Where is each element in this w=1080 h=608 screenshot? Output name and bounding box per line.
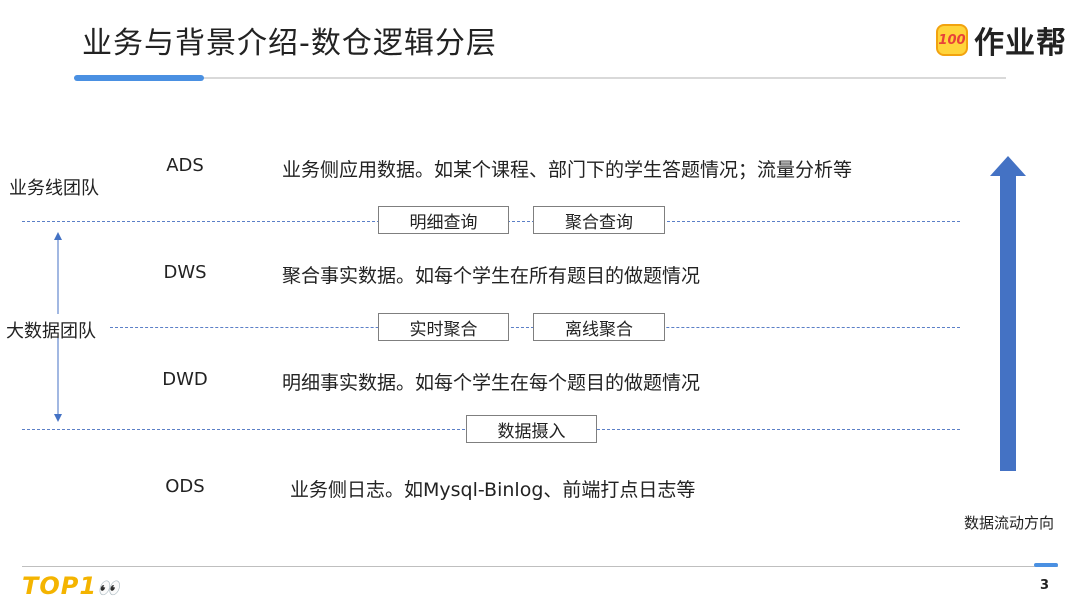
brand: 100 作业帮 <box>936 18 1067 62</box>
team-label-business: 业务线团队 <box>9 178 99 199</box>
box-offline-aggregate: 离线聚合 <box>533 313 665 341</box>
page-number: 3 <box>1040 578 1050 593</box>
title-divider <box>74 77 1006 79</box>
brand-name: 作业帮 <box>974 26 1067 61</box>
layer-desc-dws: 聚合事实数据。如每个学生在所有题目的做题情况 <box>282 265 701 287</box>
layer-desc-ads: 业务侧应用数据。如某个课程、部门下的学生答题情况；流量分析等 <box>282 159 853 181</box>
layer-name-ads: ADS <box>166 155 204 176</box>
footer-accent-bar <box>1034 563 1058 567</box>
arrow-up-head-icon <box>54 232 62 240</box>
title-accent-bar <box>74 75 204 81</box>
layer-desc-ods: 业务侧日志。如Mysql-Binlog、前端打点日志等 <box>290 479 696 501</box>
box-detail-query: 明细查询 <box>378 206 509 234</box>
flow-arrow-head-icon <box>990 156 1026 176</box>
box-data-ingest: 数据摄入 <box>466 415 597 443</box>
team-span-arrow <box>54 232 62 422</box>
page-title: 业务与背景介绍-数仓逻辑分层 <box>82 26 497 61</box>
eyes-icon: 👀 <box>97 578 121 599</box>
zuoyebang-logo-icon: 100 <box>936 24 968 56</box>
flow-caption: 数据流动方向 <box>964 514 1055 532</box>
top1-logo-text: TOP1 <box>22 572 98 600</box>
team-label-bigdata: 大数据团队 <box>6 317 98 343</box>
layer-name-dwd: DWD <box>162 369 208 390</box>
layer-name-dws: DWS <box>163 262 207 283</box>
arrow-down-head-icon <box>54 414 62 422</box>
layer-desc-dwd: 明细事实数据。如每个学生在每个题目的做题情况 <box>282 372 701 394</box>
top1-logo: TOP1👀 <box>22 572 120 600</box>
flow-arrow-shaft <box>1000 174 1016 471</box>
layer-name-ods: ODS <box>165 476 205 497</box>
box-realtime-aggregate: 实时聚合 <box>378 313 509 341</box>
footer-divider <box>22 566 1058 567</box>
box-aggregate-query: 聚合查询 <box>533 206 665 234</box>
